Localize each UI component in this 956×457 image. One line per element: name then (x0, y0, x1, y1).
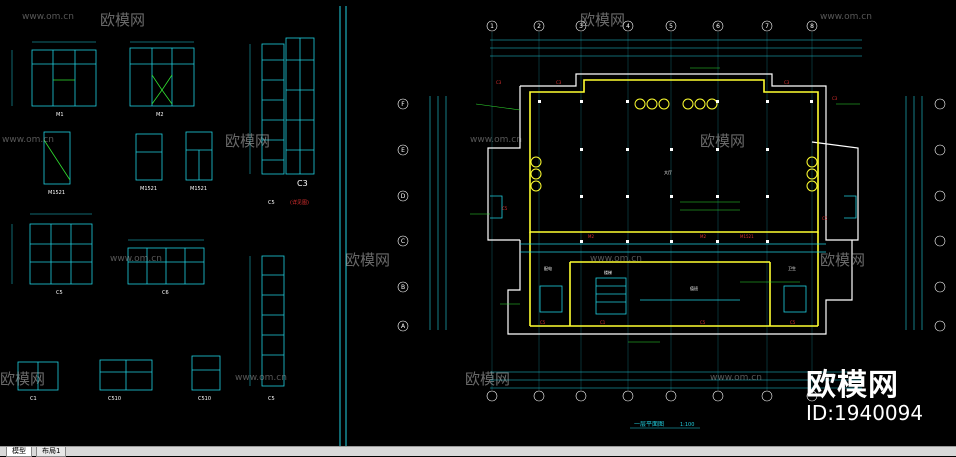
axis-a: A (401, 323, 406, 330)
svg-text:M2: M2 (700, 234, 706, 239)
label-c510: C510 (108, 396, 121, 402)
svg-text:C5: C5 (790, 320, 796, 325)
label-c5: C5 (268, 200, 275, 206)
label-m1: M1 (56, 112, 64, 118)
svg-text:C3: C3 (496, 80, 502, 85)
detail-labels: M1 M2 M1521 M1521 M1521 C3 (详见图) C5 C6 C… (30, 112, 309, 402)
axis-3: 3 (579, 23, 583, 30)
axis-5: 5 (669, 23, 673, 30)
label-m1521: M1521 (140, 186, 157, 192)
watermark-text: 欧模网 (580, 11, 626, 29)
svg-text:M1521: M1521 (740, 234, 754, 239)
watermark-url: www.om.cn (235, 373, 287, 383)
label-m1521: M1521 (48, 190, 65, 196)
plan-title: 一层平面图 (634, 421, 664, 428)
axis-f: F (401, 101, 405, 108)
watermark-text: 欧模网 (465, 370, 511, 388)
room-stair: 楼梯 (604, 269, 612, 275)
room-electric: 配电 (544, 265, 552, 271)
axis-1: 1 (490, 23, 494, 30)
axis-d: D (401, 193, 406, 200)
cad-model-space[interactable]: M1 M2 M1521 M1521 M1521 C3 (详见图) C5 C6 C… (0, 0, 956, 446)
label-c1: C1 (30, 396, 37, 402)
svg-text:M2: M2 (588, 234, 594, 239)
label-m2: M2 (156, 112, 164, 118)
svg-text:C5: C5 (502, 206, 508, 211)
door-window-details (11, 37, 315, 391)
axis-6: 6 (716, 23, 720, 30)
layout-tab-bar: 模型 布局1 (0, 446, 956, 457)
watermark-url: www.om.cn (22, 12, 74, 22)
label-detail-note: (详见图) (290, 199, 309, 206)
watermark-text: 欧模网 (700, 132, 746, 150)
svg-text:C1: C1 (600, 320, 606, 325)
label-c5: C5 (268, 396, 275, 402)
axis-c: C (401, 238, 405, 245)
svg-text:C5: C5 (540, 320, 546, 325)
brand-name: 欧模网 (806, 368, 899, 403)
axis-8: 8 (810, 23, 814, 30)
label-c5: C5 (56, 290, 63, 296)
watermark-text: 欧模网 (820, 251, 866, 269)
room-wc: 卫生 (788, 265, 796, 271)
label-c3: C3 (297, 179, 308, 188)
watermark-url: www.om.cn (590, 254, 642, 264)
brand-id: ID:1940094 (806, 401, 924, 425)
label-c510: C510 (198, 396, 211, 402)
svg-text:C3: C3 (556, 80, 562, 85)
watermark-text: 欧模网 (100, 11, 146, 29)
label-m1521: M1521 (190, 186, 207, 192)
watermark-text: 欧模网 (225, 132, 271, 150)
room-hall: 大厅 (664, 169, 672, 175)
watermark-url: www.om.cn (110, 254, 162, 264)
axis-4: 4 (626, 23, 630, 30)
room-duty: 值班 (690, 285, 698, 291)
svg-text:C3: C3 (784, 80, 790, 85)
svg-text:C3: C3 (832, 96, 838, 101)
axis-b: B (401, 284, 405, 291)
svg-text:C5: C5 (700, 320, 706, 325)
watermark-url: www.om.cn (820, 12, 872, 22)
axis-7: 7 (765, 23, 769, 30)
watermark-url: www.om.cn (2, 135, 54, 145)
label-c6: C6 (162, 290, 169, 296)
plan-scale: 1:100 (680, 422, 694, 428)
watermark-text: 欧模网 (0, 370, 46, 388)
axis-2: 2 (537, 23, 541, 30)
floor-plan: 1 2 3 4 5 6 7 8 F E D C B A (397, 20, 946, 429)
watermark-text: 欧模网 (345, 251, 391, 269)
axis-e: E (401, 147, 405, 154)
watermark-url: www.om.cn (710, 373, 762, 383)
watermark-url: www.om.cn (470, 135, 522, 145)
svg-text:C5: C5 (822, 216, 828, 221)
